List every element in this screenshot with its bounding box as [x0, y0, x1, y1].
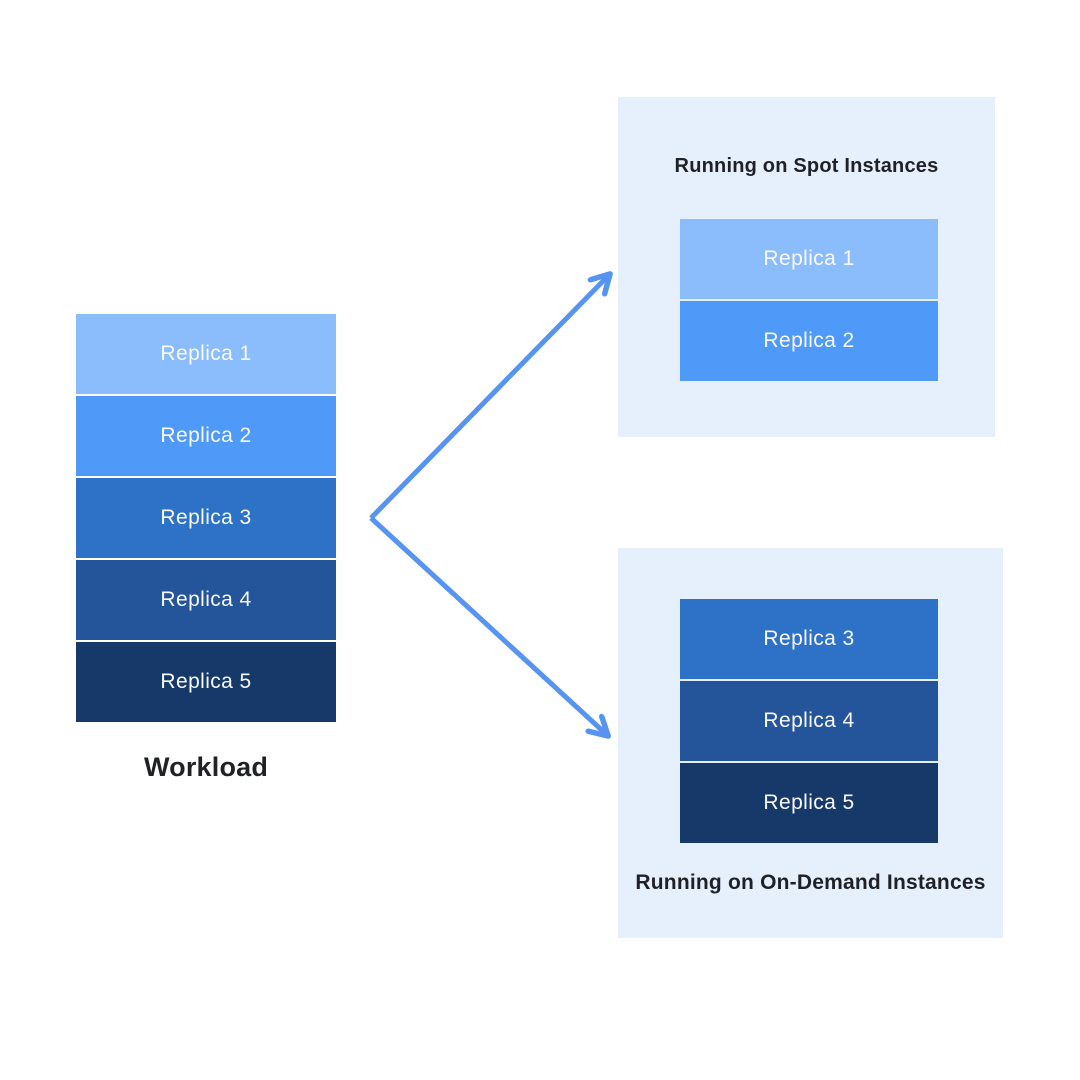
workload-label: Workload [143, 752, 269, 782]
ondemand-replica-4: Replica 4 [680, 681, 938, 761]
ondemand-replica-3: Replica 3 [680, 599, 938, 679]
ondemand-replica-5: Replica 5 [680, 763, 938, 843]
workload-replica-1: Replica 1 [76, 314, 336, 394]
workload-replica-2: Replica 2 [76, 396, 336, 476]
ondemand-stack: Replica 3 Replica 4 Replica 5 [680, 599, 938, 843]
arrow-to-spot [369, 276, 608, 520]
workload-stack: Replica 1 Replica 2 Replica 3 Replica 4 … [76, 314, 336, 722]
ondemand-panel-title: Running on On-Demand Instances [635, 871, 986, 894]
spot-replica-1: Replica 1 [680, 219, 938, 299]
ondemand-instances-panel: Replica 3 Replica 4 Replica 5 Running on… [618, 548, 1003, 938]
spot-stack: Replica 1 Replica 2 [680, 219, 938, 381]
spot-replica-2: Replica 2 [680, 301, 938, 381]
arrow-to-ondemand [369, 516, 606, 734]
workload-replica-3: Replica 3 [76, 478, 336, 558]
workload-replica-4: Replica 4 [76, 560, 336, 640]
spot-instances-panel: Running on Spot Instances Replica 1 Repl… [618, 97, 995, 437]
workload-replica-5: Replica 5 [76, 642, 336, 722]
spot-panel-title: Running on Spot Instances [674, 155, 939, 177]
